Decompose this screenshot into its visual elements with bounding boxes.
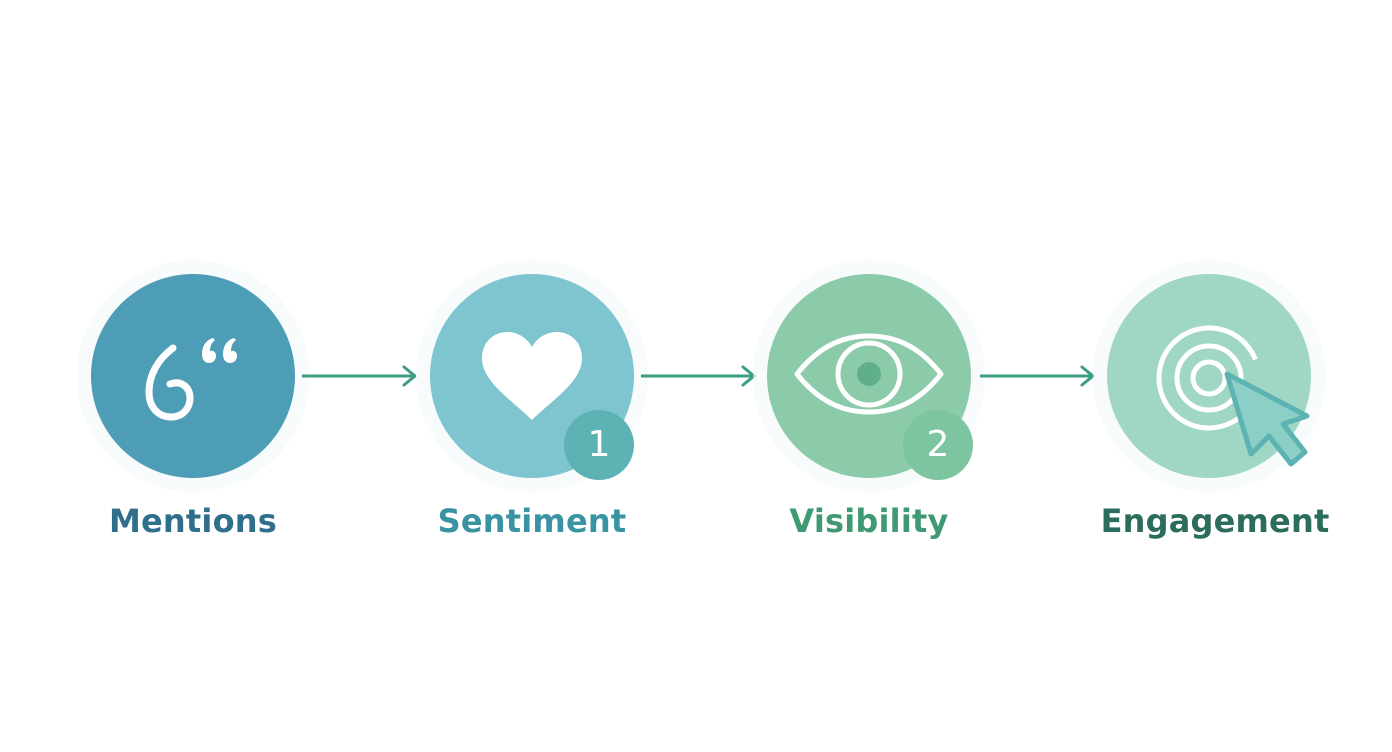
step-badge: 1 [564, 410, 634, 480]
arrow-icon [302, 365, 417, 387]
step-label-mentions: Mentions [108, 502, 277, 540]
step-visibility-circle: 2 [767, 274, 973, 480]
step-label-engagement: Engagement [1100, 502, 1330, 540]
target-cursor-icon [1156, 325, 1310, 467]
arrow-icon [980, 365, 1095, 387]
arrow-icon [641, 365, 756, 387]
step-label-sentiment: Sentiment [437, 502, 627, 540]
step-mentions-circle [91, 274, 295, 478]
step-engagement-circle [1107, 274, 1311, 478]
step-label-visibility: Visibility [789, 502, 949, 540]
step-sentiment-circle: 1 [430, 274, 634, 480]
quote-icon [145, 338, 237, 421]
eye-icon [794, 333, 944, 415]
heart-icon [482, 332, 582, 420]
step-badge: 2 [903, 410, 973, 480]
